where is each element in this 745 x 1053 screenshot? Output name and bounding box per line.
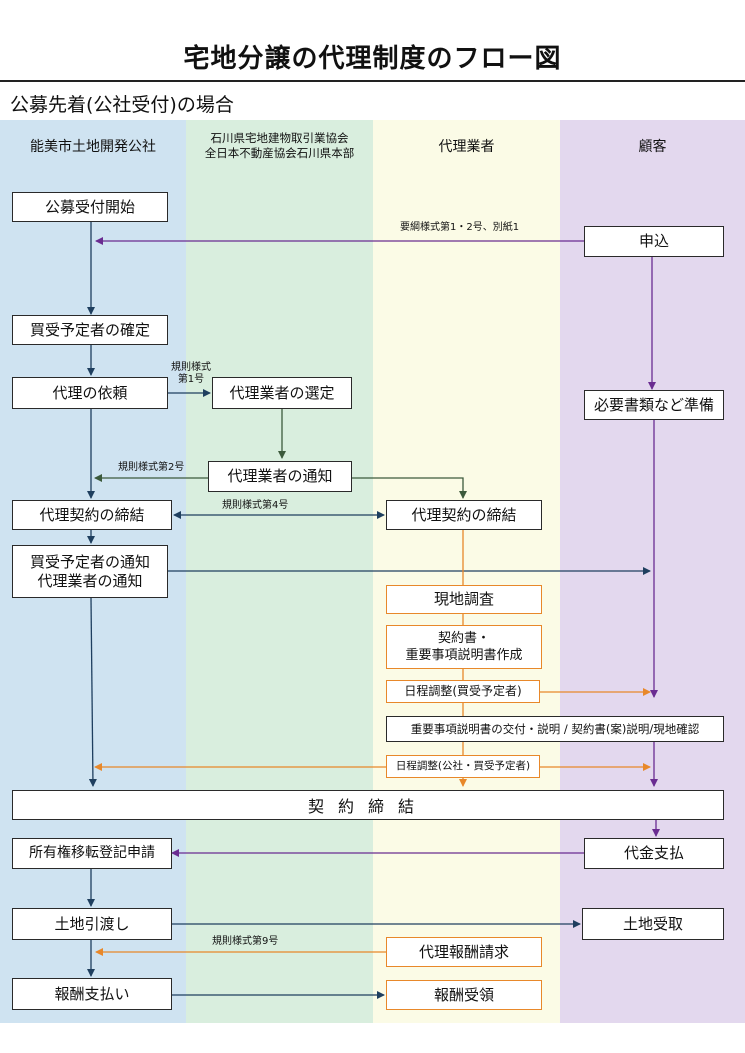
- page-subtitle: 公募先着(公社受付)の場合: [10, 94, 234, 116]
- box-sakusei: 契約書・ 重要事項説明書作成: [386, 625, 542, 669]
- lane-header-kokyaku: 顧客: [560, 120, 745, 172]
- label-yoko: 要綱様式第1・2号、別紙1: [400, 222, 520, 233]
- label-kisoku9: 規則様式第9号: [212, 936, 279, 947]
- label-kisoku1: 規則様式 第1号: [168, 362, 214, 386]
- box-ukeru: 土地受取: [582, 908, 724, 940]
- lane-header-kosha-label: 能美市土地開発公社: [30, 139, 156, 155]
- lane-header-kyokai-line1: 石川県宅地建物取引業協会: [210, 131, 349, 145]
- box-hikiwatashi: 土地引渡し: [12, 908, 172, 940]
- box-irai: 代理の依頼: [12, 377, 168, 409]
- label-kisoku2: 規則様式第2号: [118, 462, 185, 473]
- box-nittei1: 日程調整(買受予定者): [386, 680, 540, 703]
- box-nittei2: 日程調整(公社・買受予定者): [386, 755, 540, 778]
- lane-header-kyokai-line2: 全日本不動産協会石川県本部: [204, 146, 355, 160]
- box-kakutei: 買受予定者の確定: [12, 315, 168, 345]
- box-seikyu: 代理報酬請求: [386, 937, 542, 967]
- arrow-tsuchi2-contract: [88, 597, 97, 787]
- box-shoyuken: 所有権移転登記申請: [12, 838, 172, 869]
- arrow-tsuchi-dairi: [352, 477, 467, 499]
- box-juyo: 重要事項説明書の交付・説明 / 契約書(案)説明/現地確認: [386, 716, 724, 742]
- box-tsuchi: 代理業者の通知: [208, 461, 352, 492]
- box-shiharai: 報酬支払い: [12, 978, 172, 1010]
- lane-header-kosha: 能美市土地開発公社: [0, 120, 186, 172]
- label-kisoku1-line1: 規則様式: [171, 362, 211, 373]
- lane-header-dairi-label: 代理業者: [438, 139, 495, 155]
- lane-header-dairi: 代理業者: [373, 120, 560, 172]
- box-tsuchi2-line2: 代理業者の通知: [37, 571, 143, 590]
- label-kisoku1-line2: 第1号: [177, 374, 205, 385]
- box-keiyaku-left: 代理契約の締結: [12, 500, 172, 530]
- box-daikin: 代金支払: [584, 838, 724, 869]
- lane-header-kyokai: 石川県宅地建物取引業協会全日本不動産協会石川県本部: [186, 120, 373, 172]
- box-genchi: 現地調査: [386, 585, 542, 614]
- label-kisoku4: 規則様式第4号: [222, 500, 289, 511]
- box-tsuchi2-line1: 買受予定者の通知: [29, 552, 150, 571]
- box-keiyaku-right: 代理契約の締結: [386, 500, 542, 530]
- page-title: 宅地分譲の代理制度のフロー図: [183, 44, 562, 74]
- box-juryo: 報酬受領: [386, 980, 542, 1010]
- title-divider: [0, 80, 745, 82]
- box-hitsuyo: 必要書類など準備: [584, 390, 724, 420]
- box-tsuchi2: 買受予定者の通知 代理業者の通知: [12, 545, 168, 598]
- box-sakusei-line1: 契約書・: [437, 631, 490, 646]
- box-kobo: 公募受付開始: [12, 192, 168, 222]
- box-sentei: 代理業者の選定: [212, 377, 352, 409]
- lane-header-kyokai-label: 石川県宅地建物取引業協会全日本不動産協会石川県本部: [205, 131, 355, 161]
- box-sakusei-line2: 重要事項説明書作成: [405, 648, 523, 663]
- lane-header-kokyaku-label: 顧客: [638, 139, 667, 155]
- box-moshikomi: 申込: [584, 226, 724, 257]
- box-contract: 契約締結: [12, 790, 724, 820]
